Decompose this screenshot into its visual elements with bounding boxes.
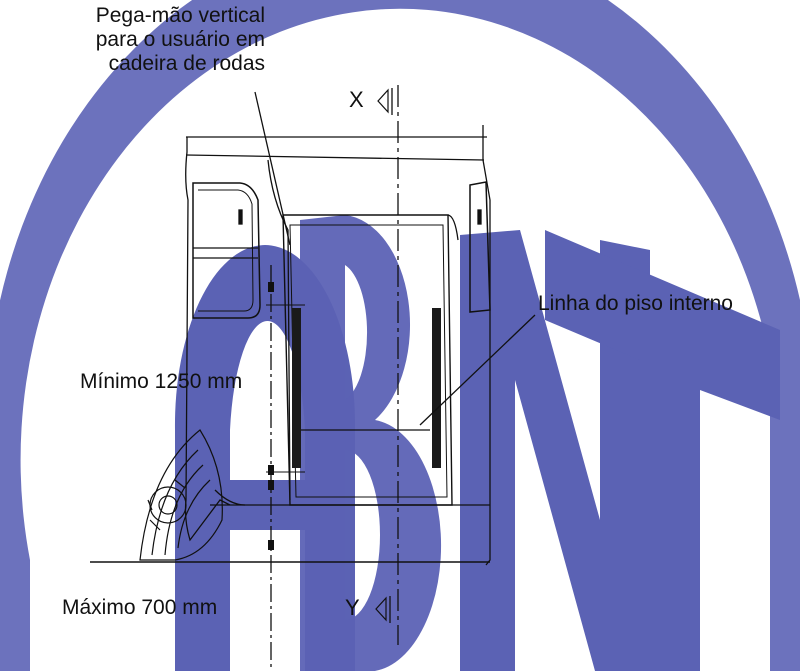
left-window: [192, 182, 261, 319]
label-floor-line: Linha do piso interno: [538, 292, 733, 315]
inner-top-line: [185, 154, 485, 161]
watermark-letter-b: [300, 215, 442, 671]
handhold-bar-right: [432, 308, 441, 468]
section-x-marker: [377, 88, 389, 114]
handhold-bar-left: [292, 308, 301, 468]
label-handhold: Pega-mão vertical para o usuário em cade…: [10, 4, 265, 76]
section-y-marker: [375, 596, 387, 622]
body-outline-left: [184, 137, 231, 542]
leader-handhold: [254, 91, 291, 246]
right-window: [469, 181, 491, 313]
label-minimum: Mínimo 1250 mm: [80, 370, 243, 393]
wheel: [139, 429, 223, 561]
label-section-y: Y: [345, 595, 360, 620]
door-frame: [282, 214, 453, 506]
label-handhold-line1: Pega-mão vertical: [95, 4, 265, 27]
label-section-x: X: [349, 87, 364, 112]
watermark-letter-t: [545, 230, 780, 671]
label-maximum: Máximo 700 mm: [62, 596, 218, 619]
leader-floor: [419, 314, 536, 426]
label-handhold-line3: cadeira de rodas: [108, 52, 265, 75]
label-handhold-line2: para o usuário em: [95, 28, 265, 51]
